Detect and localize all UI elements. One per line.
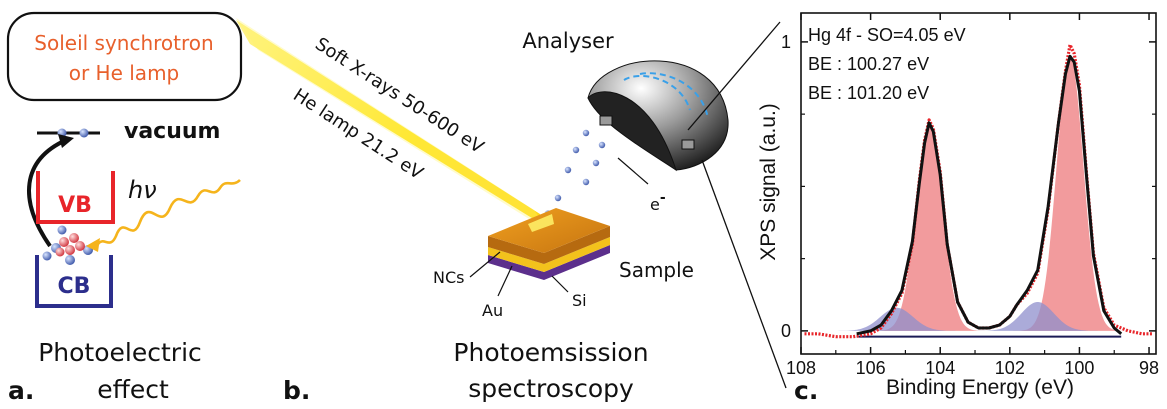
analyser-detector (681, 139, 695, 150)
electron-ball (572, 146, 580, 154)
nanocrystal-cluster (42, 225, 93, 265)
zoom-line-lower (701, 159, 787, 389)
annotation-hg4f: Hg 4f - SO=4.05 eV (808, 25, 966, 45)
caption-b-line2: spectroscopy (468, 374, 634, 403)
electron-ball (554, 194, 562, 202)
au-pointer (497, 265, 513, 297)
vb-label: VB (58, 193, 92, 218)
panel-letter-c: c. (794, 376, 818, 405)
caption-b-line1: Photoemsission (453, 338, 648, 367)
x-tick-label: 102 (995, 358, 1025, 378)
panel-a: Soleil synchrotron or He lamp vacuum VB … (6, 11, 243, 405)
plot-tick-layer: 108 106 104 102 100 98 0 1 (781, 13, 1159, 378)
electron-ball (564, 166, 572, 174)
electron-ball (582, 129, 590, 137)
light-beam (236, 20, 548, 228)
y-tick-label: 1 (781, 32, 791, 52)
hole-ball (55, 247, 65, 257)
hole-ball (75, 241, 85, 251)
electron-ball (42, 251, 52, 261)
sample-nc-top (488, 208, 610, 253)
ncs-pointer (469, 251, 501, 278)
peak-component-main (988, 56, 1152, 331)
x-tick-label: 98 (1139, 358, 1159, 378)
panel-c-chart: 108 106 104 102 100 98 0 1 Hg 4f - SO=4.05 eV B… (757, 12, 1159, 405)
annotation-be-1: BE : 100.27 eV (808, 54, 929, 74)
si-label: Si (572, 291, 587, 310)
vacuum-label: vacuum (124, 119, 220, 144)
peak-component-minor (797, 307, 997, 331)
hole-ball (69, 233, 79, 243)
electron-ball (582, 178, 590, 186)
sample-au-layer (488, 237, 610, 272)
photon-arrowhead (86, 238, 100, 252)
electron-ball (57, 225, 67, 235)
x-axis-label: Binding Energy (eV) (886, 376, 1074, 399)
analyser-label: Analyser (522, 29, 614, 53)
beam-spot (528, 214, 554, 232)
hole-ball (59, 237, 69, 247)
electron-ball (79, 128, 89, 138)
analyser-hemisphere (587, 60, 729, 172)
electron-ball (598, 141, 606, 149)
sample-si-layer (488, 245, 610, 280)
y-axis-label: XPS signal (a.u.) (757, 103, 780, 261)
light-beam-glow (236, 18, 550, 232)
caption-a-line2: effect (97, 375, 169, 404)
y-tick-label: 0 (781, 321, 791, 341)
caption-a-line1: Photoelectric (38, 338, 202, 367)
excitation-arrow (27, 138, 67, 248)
peak-component-minor (938, 302, 1138, 331)
electron-ball (592, 159, 600, 167)
analyser-trajectory (623, 75, 691, 111)
x-tick-label: 104 (925, 358, 955, 378)
cb-label: CB (58, 274, 91, 299)
au-label: Au (482, 301, 503, 320)
photon-wave (96, 178, 241, 245)
sample-stack (488, 208, 610, 280)
panel-letter-a: a. (8, 376, 34, 405)
electron-pointer (617, 157, 649, 185)
sample-label: Sample (619, 258, 694, 282)
source-label-line1: Soleil synchrotron (34, 31, 213, 55)
panel-letter-b: b. (283, 376, 310, 405)
hole-ball (65, 245, 75, 255)
source-box (6, 11, 243, 102)
plot-fill-layer (797, 56, 1152, 331)
plot-line-layer (804, 43, 1153, 339)
annotation-be-2: BE : 101.20 eV (808, 83, 929, 103)
electron-label: e- (650, 190, 666, 214)
electron-ball (65, 255, 75, 265)
zoom-line-upper (687, 21, 781, 131)
analyser-slit (599, 115, 613, 126)
plot-frame (800, 12, 1157, 355)
hv-label: hν (128, 176, 157, 204)
sample-nc-side (488, 226, 610, 264)
cb-band (35, 255, 113, 308)
vb-band (36, 171, 115, 224)
excitation-arrowhead (58, 134, 74, 148)
ncs-label: NCs (433, 268, 464, 287)
x-tick-label: 106 (856, 358, 886, 378)
x-tick-label: 108 (786, 358, 816, 378)
panel-b: Soft X-rays 50-600 eV He lamp 21.2 eV An… (236, 18, 787, 405)
x-tick-label: 100 (1064, 358, 1094, 378)
si-pointer (551, 275, 569, 293)
photoelectrons (544, 129, 606, 218)
peak-component-main (847, 126, 1011, 331)
series-fit-line (856, 54, 1123, 336)
source-label-line2: or He lamp (69, 61, 180, 85)
